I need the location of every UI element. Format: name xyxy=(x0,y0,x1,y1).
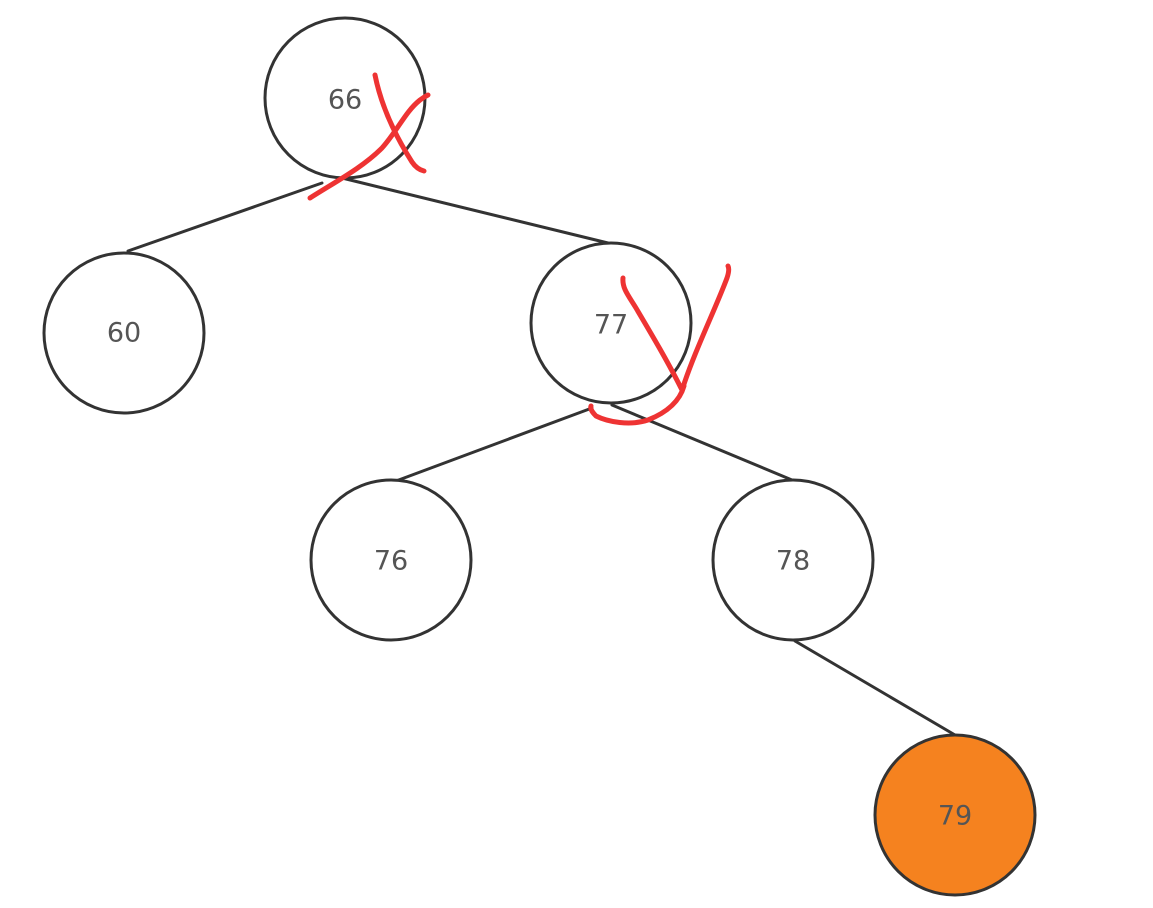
node-circle xyxy=(711,478,875,642)
edge-66-60 xyxy=(126,181,324,253)
node-label: 66 xyxy=(328,85,362,116)
node-label: 79 xyxy=(938,801,972,832)
edge-77-76 xyxy=(394,406,594,483)
node-label: 60 xyxy=(107,318,141,349)
tree-node-60: 60 xyxy=(42,251,206,415)
edge-66-77 xyxy=(340,176,610,245)
edge-77-78 xyxy=(610,403,794,482)
node-label: 76 xyxy=(374,546,408,577)
node-circle xyxy=(529,241,693,405)
tree-node-78: 78 xyxy=(711,478,875,642)
tree-node-79: 79 xyxy=(873,733,1037,897)
tree-node-66: 66 xyxy=(263,16,427,180)
cross-mark-icon xyxy=(307,72,431,201)
node-label: 77 xyxy=(594,310,628,341)
node-circle xyxy=(309,478,473,642)
tree-node-77: 77 xyxy=(529,241,693,405)
edge-78-79 xyxy=(793,639,957,737)
check-mark-icon xyxy=(588,263,732,426)
node-circle-highlighted xyxy=(873,733,1037,897)
tree-edges xyxy=(126,176,957,737)
node-circle xyxy=(42,251,206,415)
tree-node-76: 76 xyxy=(309,478,473,642)
node-label: 78 xyxy=(776,546,810,577)
